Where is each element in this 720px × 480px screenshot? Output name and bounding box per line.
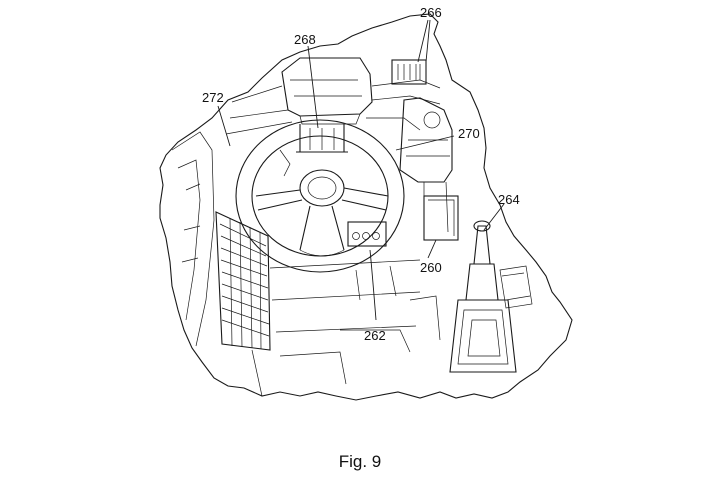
right-dash-tower [399, 97, 453, 183]
grille-panel [215, 211, 271, 351]
dash-shroud [281, 57, 373, 117]
steering-column [296, 124, 348, 153]
label-266: 266 [420, 5, 442, 20]
label-264: 264 [498, 192, 520, 207]
vent-box [391, 59, 427, 85]
cutaway-outline [159, 13, 573, 401]
leader-270 [395, 135, 455, 151]
column-detail [279, 128, 335, 177]
gear-shifter [449, 220, 533, 373]
console-box [423, 195, 459, 241]
leader-272 [217, 105, 231, 147]
round-gauge [423, 111, 441, 129]
right-dash-detail [406, 139, 450, 240]
left-side-panel [171, 131, 215, 347]
leader-262 [369, 249, 377, 321]
upper-dash [225, 79, 441, 135]
label-262: 262 [364, 328, 386, 343]
switch-panel [347, 221, 387, 247]
label-272: 272 [202, 90, 224, 105]
leader-260 [427, 239, 437, 259]
figure-caption: Fig. 9 [338, 452, 382, 471]
dash-shroud-detail [290, 79, 362, 125]
label-260: 260 [420, 260, 442, 275]
leader-264 [483, 203, 505, 231]
leader-266 [417, 19, 431, 63]
grille-mesh [219, 217, 270, 350]
lower-dash [251, 259, 441, 397]
switch-3 [372, 232, 380, 240]
switch-2 [362, 232, 370, 240]
console-box-detail [428, 199, 455, 236]
switch-1 [352, 232, 360, 240]
leader-268 [307, 45, 319, 129]
label-268: 268 [294, 32, 316, 47]
label-270: 270 [458, 126, 480, 141]
vent-slats [397, 64, 421, 80]
steering-wheel [235, 119, 405, 273]
